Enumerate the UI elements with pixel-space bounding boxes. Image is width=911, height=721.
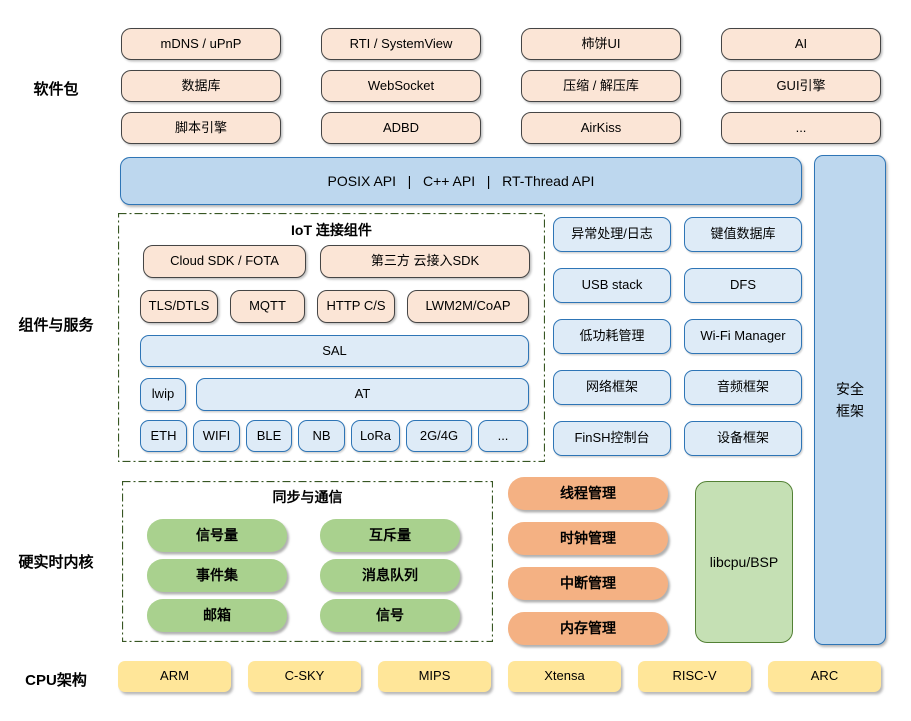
sync-grid: 信号量 互斥量 事件集 消息队列 邮箱 信号 <box>147 519 460 632</box>
link-box: BLE <box>246 420 292 452</box>
kernel-pill: 内存管理 <box>508 612 668 645</box>
package-box: 柿饼UI <box>521 28 681 60</box>
iot-link-row: ETH WIFI BLE NB LoRa 2G/4G ... <box>140 420 528 452</box>
row-label-components: 组件与服务 <box>18 317 94 334</box>
link-box: NB <box>298 420 345 452</box>
iot-group: IoT 连接组件 Cloud SDK / FOTA 第三方 云接入SDK TLS… <box>118 213 545 462</box>
row-label-packages: 软件包 <box>33 81 79 98</box>
kernel-pill: 时钟管理 <box>508 522 668 555</box>
sync-group-title: 同步与通信 <box>272 489 343 505</box>
sync-pill: 信号 <box>320 599 460 632</box>
package-box: RTI / SystemView <box>321 28 481 60</box>
iot-box: MQTT <box>230 290 305 323</box>
package-box: mDNS / uPnP <box>121 28 281 60</box>
package-box: ADBD <box>321 112 481 144</box>
at-box: AT <box>196 378 529 411</box>
service-box: FinSH控制台 <box>553 421 671 456</box>
row-label-cpu: CPU架构 <box>25 672 87 689</box>
service-box: USB stack <box>553 268 671 303</box>
link-box: LoRa <box>351 420 400 452</box>
libcpu-bsp-box: libcpu/BSP <box>695 481 793 643</box>
cpu-box: ARM <box>118 661 231 692</box>
service-box: 低功耗管理 <box>553 319 671 354</box>
iot-protocol-row: TLS/DTLS MQTT HTTP C/S LWM2M/CoAP <box>140 290 529 323</box>
package-box: ... <box>721 112 881 144</box>
link-box: WIFI <box>193 420 240 452</box>
service-box: 键值数据库 <box>684 217 802 252</box>
package-box: GUI引擎 <box>721 70 881 102</box>
sync-pill: 信号量 <box>147 519 287 552</box>
link-box: ETH <box>140 420 187 452</box>
service-box: DFS <box>684 268 802 303</box>
sync-pill: 消息队列 <box>320 559 460 592</box>
services-grid: 异常处理/日志 键值数据库 USB stack DFS 低功耗管理 Wi-Fi … <box>553 217 802 456</box>
package-box: 压缩 / 解压库 <box>521 70 681 102</box>
iot-box: TLS/DTLS <box>140 290 218 323</box>
iot-group-title: IoT 连接组件 <box>291 222 372 238</box>
iot-box: Cloud SDK / FOTA <box>143 245 306 278</box>
cpu-box: Xtensa <box>508 661 621 692</box>
package-box: AirKiss <box>521 112 681 144</box>
package-box: 数据库 <box>121 70 281 102</box>
iot-box: HTTP C/S <box>317 290 395 323</box>
api-layer-bar: POSIX API | C++ API | RT-Thread API <box>120 157 802 205</box>
sync-group: 同步与通信 信号量 互斥量 事件集 消息队列 邮箱 信号 <box>122 481 493 642</box>
link-box: 2G/4G <box>406 420 472 452</box>
package-box: AI <box>721 28 881 60</box>
package-box: 脚本引擎 <box>121 112 281 144</box>
cpu-box: MIPS <box>378 661 491 692</box>
link-box: ... <box>478 420 528 452</box>
kernel-management-column: 线程管理 时钟管理 中断管理 内存管理 <box>508 477 668 645</box>
kernel-pill: 线程管理 <box>508 477 668 510</box>
service-box: 网络框架 <box>553 370 671 405</box>
service-box: 异常处理/日志 <box>553 217 671 252</box>
packages-grid: mDNS / uPnP RTI / SystemView 柿饼UI AI 数据库… <box>121 28 881 144</box>
cpu-box: RISC-V <box>638 661 751 692</box>
sync-pill: 邮箱 <box>147 599 287 632</box>
service-box: 音频框架 <box>684 370 802 405</box>
lwip-box: lwip <box>140 378 186 411</box>
cpu-arch-row: ARM C-SKY MIPS Xtensa RISC-V ARC <box>118 661 881 692</box>
service-box: Wi-Fi Manager <box>684 319 802 354</box>
security-framework-line2: 框架 <box>836 403 864 419</box>
package-box: WebSocket <box>321 70 481 102</box>
security-framework-line1: 安全 <box>836 380 864 397</box>
iot-sdk-row: Cloud SDK / FOTA 第三方 云接入SDK <box>143 245 530 278</box>
sync-pill: 事件集 <box>147 559 287 592</box>
cpu-box: ARC <box>768 661 881 692</box>
row-label-kernel: 硬实时内核 <box>18 554 94 571</box>
service-box: 设备框架 <box>684 421 802 456</box>
sync-pill: 互斥量 <box>320 519 460 552</box>
iot-stack-row: lwip AT <box>140 378 529 411</box>
cpu-box: C-SKY <box>248 661 361 692</box>
iot-box: LWM2M/CoAP <box>407 290 529 323</box>
kernel-pill: 中断管理 <box>508 567 668 600</box>
security-framework-box: 安全 框架 <box>814 155 886 645</box>
iot-box: 第三方 云接入SDK <box>320 245 530 278</box>
sal-box: SAL <box>140 335 529 367</box>
